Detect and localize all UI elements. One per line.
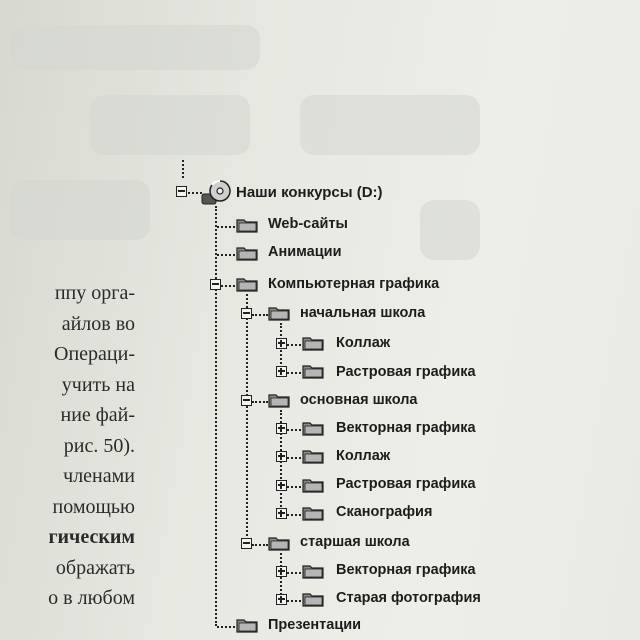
- tree-connector: [287, 429, 301, 431]
- tree-connector: [221, 285, 235, 287]
- tree-connector: [287, 486, 301, 488]
- tree-connector: [252, 544, 268, 546]
- tree-connector: [287, 372, 301, 374]
- tree-connector: [287, 572, 301, 574]
- faded-diagram-block: [10, 25, 260, 70]
- tree-connector: [280, 410, 282, 514]
- folder-icon: [268, 394, 290, 408]
- collapse-toggle[interactable]: [241, 395, 252, 406]
- folder-icon: [302, 507, 324, 521]
- expand-toggle[interactable]: [276, 338, 287, 349]
- tree-item-vector-graphics[interactable]: Векторная графика: [336, 420, 476, 436]
- tree-connector: [217, 254, 235, 256]
- folder-icon: [302, 565, 324, 579]
- tree-connector: [252, 401, 268, 403]
- tree-connector: [252, 314, 268, 316]
- paragraph-text: ппу орга- айлов во Операци- учить на ние…: [0, 278, 135, 614]
- tree-connector: [182, 160, 184, 178]
- tree-root-label[interactable]: Наши конкурсы (D:): [236, 184, 383, 201]
- text-line: ппу орга-: [54, 282, 135, 304]
- tree-item-presentations[interactable]: Презентации: [268, 617, 362, 633]
- expand-toggle[interactable]: [276, 423, 287, 434]
- folder-icon: [268, 307, 290, 321]
- collapse-toggle[interactable]: [241, 308, 252, 319]
- tree-item-primary-school[interactable]: начальная школа: [300, 305, 426, 321]
- tree-item-web-sites[interactable]: Web-сайты: [268, 216, 348, 232]
- tree-connector: [217, 626, 235, 628]
- tree-connector: [287, 514, 301, 516]
- text-line: айлов во: [61, 312, 135, 335]
- tree-connector: [287, 457, 301, 459]
- expand-toggle[interactable]: [276, 594, 287, 605]
- tree-item-computer-graphics[interactable]: Компьютерная графика: [268, 276, 440, 292]
- collapse-toggle[interactable]: [176, 186, 187, 197]
- disk-drive-icon: [201, 180, 231, 205]
- tree-item-collage[interactable]: Коллаж: [336, 335, 391, 351]
- collapse-toggle[interactable]: [241, 538, 252, 549]
- tree-item-raster-graphics[interactable]: Растровая графика: [336, 476, 476, 492]
- folder-icon: [302, 422, 324, 436]
- faded-diagram-block: [300, 95, 480, 155]
- expand-toggle[interactable]: [276, 451, 287, 462]
- faded-diagram-block: [90, 95, 250, 155]
- text-line: учить на: [61, 373, 135, 396]
- text-line: помощью: [52, 495, 135, 518]
- tree-item-basic-school[interactable]: основная школа: [300, 392, 418, 408]
- tree-item-scanography[interactable]: Сканография: [336, 504, 433, 520]
- folder-icon: [236, 247, 258, 261]
- text-line: членами: [63, 465, 135, 487]
- text-line: гическим: [48, 526, 135, 548]
- collapse-toggle[interactable]: [210, 279, 221, 290]
- faded-diagram-block: [420, 200, 480, 260]
- folder-icon: [236, 219, 258, 233]
- tree-connector: [287, 600, 301, 602]
- tree-connector: [188, 192, 202, 194]
- text-line: о в любом: [48, 587, 135, 609]
- tree-item-vector-graphics[interactable]: Векторная графика: [336, 562, 476, 578]
- tree-connector: [246, 294, 248, 548]
- tree-item-raster-graphics[interactable]: Растровая графика: [336, 364, 476, 380]
- folder-icon: [302, 479, 324, 493]
- expand-toggle[interactable]: [276, 566, 287, 577]
- folder-icon: [302, 450, 324, 464]
- tree-item-old-photo[interactable]: Старая фотография: [336, 590, 481, 606]
- folder-icon: [302, 337, 324, 351]
- text-line: ображать: [55, 556, 135, 579]
- text-line: рис. 50).: [63, 434, 135, 457]
- tree-item-collage[interactable]: Коллаж: [336, 448, 391, 464]
- folder-icon: [236, 278, 258, 292]
- tree-item-senior-school[interactable]: старшая школа: [300, 534, 410, 550]
- tree-connector: [217, 226, 235, 228]
- folder-icon: [236, 619, 258, 633]
- tree-item-animations[interactable]: Анимации: [268, 244, 342, 260]
- expand-toggle[interactable]: [276, 480, 287, 491]
- tree-connector: [215, 206, 217, 626]
- text-line: ние фай-: [60, 404, 135, 426]
- tree-connector: [287, 344, 301, 346]
- text-line: Операци-: [54, 343, 135, 365]
- faded-diagram-block: [10, 180, 150, 240]
- expand-toggle[interactable]: [276, 508, 287, 519]
- expand-toggle[interactable]: [276, 366, 287, 377]
- folder-icon: [302, 365, 324, 379]
- folder-icon: [268, 537, 290, 551]
- folder-icon: [302, 593, 324, 607]
